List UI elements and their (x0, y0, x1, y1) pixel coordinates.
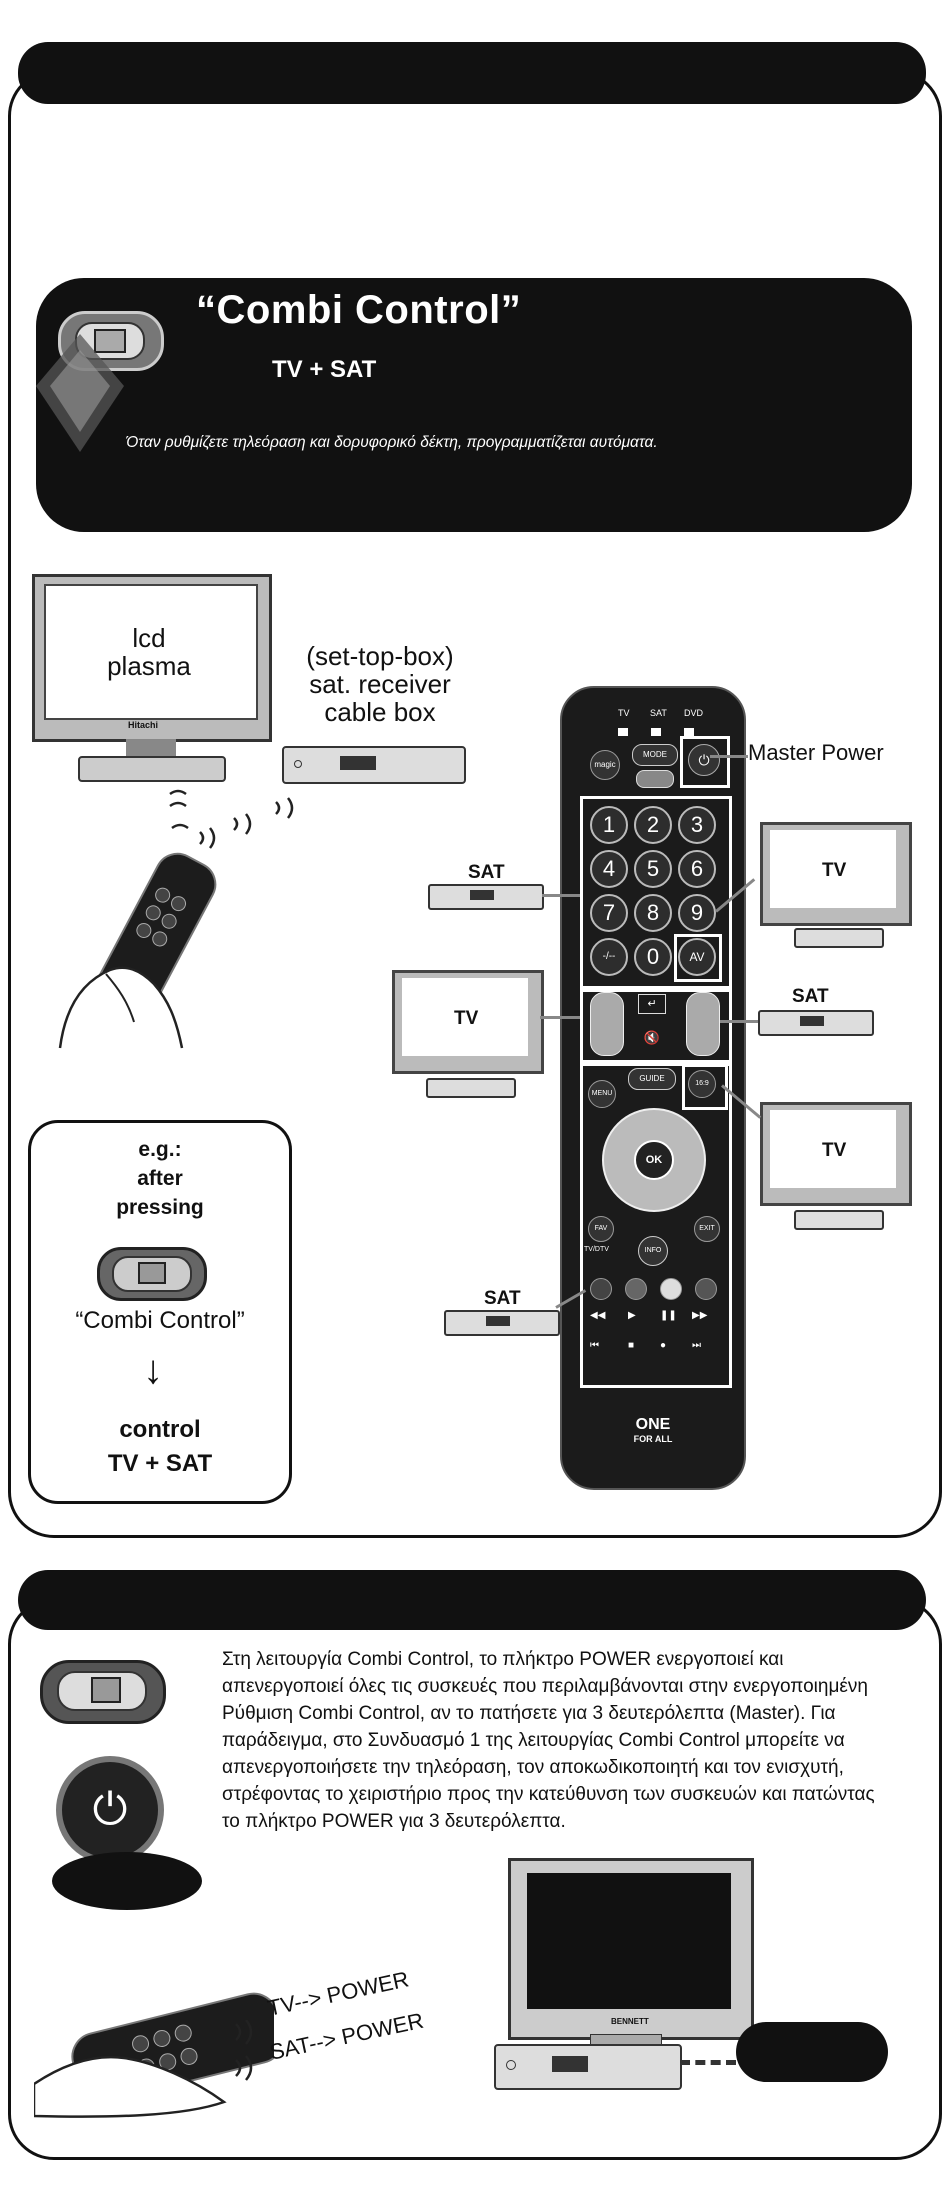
tv-callout-volume: TV (392, 970, 544, 1100)
remote-brand-logo: ONE FOR ALL (633, 1416, 673, 1445)
section2-paragraph: Στη λειτουργία Combi Control, το πλήκτρο… (222, 1649, 875, 1832)
av-button[interactable]: AV (678, 938, 716, 976)
master-power-label: Master Power (748, 740, 884, 765)
power-button-press-illustration: ⏻ (56, 1756, 164, 1864)
banner-title: “Combi Control” (196, 288, 522, 332)
connector-line (542, 894, 580, 897)
color-buttons-row[interactable] (590, 1278, 717, 1300)
section1-header-bar (18, 42, 926, 104)
mode-led-tv (618, 728, 628, 736)
transport-buttons-row[interactable]: ◀◀▶❚❚▶▶ (590, 1310, 708, 1321)
section2-header-bar (18, 1570, 926, 1630)
example-result: control TV + SAT (107, 1416, 213, 1477)
lcd-tv-illustration: lcd plasma Hitachi (32, 574, 272, 784)
example-box: e.g.: after pressing “Combi Control” ↓ c… (28, 1120, 292, 1504)
mute-icon[interactable]: 🔇 (643, 1030, 661, 1045)
tv-screen-label: lcd plasma (107, 623, 191, 681)
volume-highlight (580, 986, 732, 1066)
ir-signal-icon (169, 789, 294, 849)
hand-remote-bottom-illustration (34, 1992, 274, 2118)
hand-holding-remote-illustration (58, 852, 217, 1049)
arrow-down-icon: ↓ (143, 1348, 163, 1392)
mode-led-sat (651, 728, 661, 736)
dash-button[interactable]: -/-- (590, 938, 628, 976)
sat-box-icon (758, 1010, 874, 1036)
sat-callout-channel: SAT (792, 986, 829, 1007)
tvdtv-label: TV/DTV (584, 1246, 609, 1253)
highlight-glow-icon (36, 334, 124, 452)
banner-subtitle: TV + SAT (272, 356, 377, 383)
mode-button[interactable]: MODE (632, 744, 678, 766)
previous-channel-icon[interactable]: ↵ (638, 994, 666, 1014)
volume-rocker[interactable] (590, 992, 624, 1056)
connector-line (710, 755, 748, 758)
keypad-highlight (580, 796, 732, 992)
digit-2[interactable]: 2 (634, 806, 672, 844)
banner-description: Όταν ρυθμίζετε τηλεόραση και δορυφορικό … (126, 434, 658, 451)
menu-button[interactable]: MENU (588, 1080, 616, 1108)
digit-8[interactable]: 8 (634, 894, 672, 932)
guide-button[interactable]: GUIDE (628, 1068, 676, 1090)
master-power-highlight (680, 736, 730, 788)
ir-signal-icon (235, 2020, 253, 2081)
digit-4[interactable]: 4 (590, 850, 628, 888)
set-top-box-label: (set-top-box) sat. receiver cable box (306, 641, 454, 727)
example-combi-label: “Combi Control” (75, 1307, 245, 1334)
tv-callout-aspect: TV (760, 1102, 912, 1234)
channel-rocker[interactable] (686, 992, 720, 1056)
sat-box-icon (428, 884, 544, 910)
combi-button-icon (97, 1247, 207, 1301)
digit-1[interactable]: 1 (590, 806, 628, 844)
dashed-cable (680, 2060, 736, 2065)
exit-button[interactable]: EXIT (694, 1216, 720, 1242)
sat-box-icon (444, 1310, 560, 1336)
digit-0[interactable]: 0 (634, 938, 672, 976)
sat-callout-playback: SAT (484, 1288, 521, 1309)
connector-line (540, 1016, 580, 1019)
mode-led-dvd (684, 728, 694, 736)
magic-button[interactable]: magic (590, 750, 620, 780)
combi-control-button[interactable] (636, 770, 674, 788)
info-button[interactable]: INFO (638, 1236, 668, 1266)
digit-9[interactable]: 9 (678, 894, 716, 932)
black-oval (52, 1852, 202, 1910)
power-button[interactable]: ⏻ (688, 744, 720, 776)
navigation-highlight (580, 1060, 732, 1388)
digit-5[interactable]: 5 (634, 850, 672, 888)
set-top-box-bottom (494, 2044, 682, 2090)
sat-callout-keypad: SAT (468, 862, 505, 883)
fav-button[interactable]: FAV (588, 1216, 614, 1242)
black-oval (736, 2022, 888, 2082)
combi-button-press-illustration (40, 1660, 166, 1724)
tv-callout-av: TV (760, 822, 912, 948)
tv-brand: Hitachi (128, 720, 159, 730)
digit-7[interactable]: 7 (590, 894, 628, 932)
set-top-box-illustration (282, 746, 466, 784)
digit-6[interactable]: 6 (678, 850, 716, 888)
ok-button[interactable]: OK (634, 1140, 674, 1180)
remote-control: TV SAT DVD magic MODE ⏻ 1 2 3 4 5 6 7 8 … (560, 686, 746, 1490)
aspect-ratio-button[interactable]: 16:9 (688, 1070, 716, 1098)
av-highlight (674, 934, 722, 982)
playback-buttons-row[interactable]: ⏮■●⏭ (590, 1340, 701, 1351)
tv-illustration-bottom: BENNETT (508, 1858, 754, 2040)
digit-3[interactable]: 3 (678, 806, 716, 844)
combi-control-banner: “Combi Control” TV + SAT Όταν ρυθμίζετε … (36, 278, 912, 532)
example-text: e.g.: after pressing (116, 1138, 204, 1219)
connector-line (720, 1020, 758, 1023)
